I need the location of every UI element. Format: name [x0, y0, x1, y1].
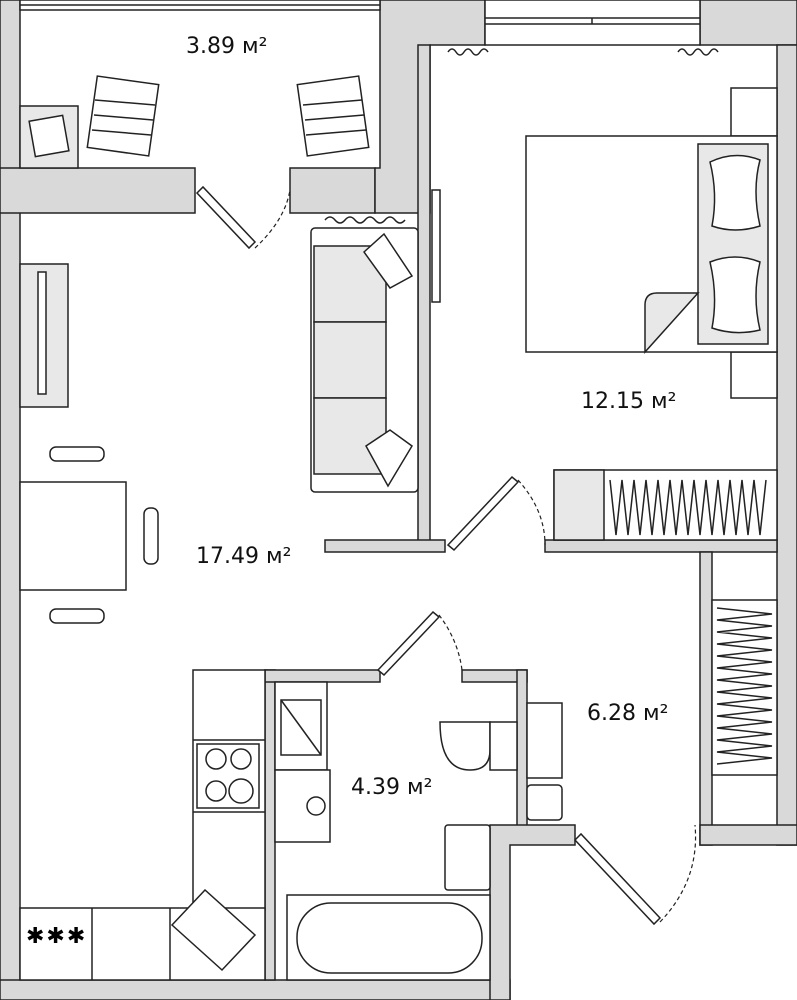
bedroom-furniture — [525, 87, 778, 541]
hob-burner-icon: ✱✱✱ — [26, 924, 88, 949]
balcony-furniture — [19, 75, 370, 169]
living-area-label: 17.49 м² — [196, 544, 292, 569]
balcony-area-label: 3.89 м² — [186, 34, 268, 59]
kitchen-furniture — [19, 669, 266, 981]
bathroom-fixtures — [274, 681, 518, 981]
bathroom-area-label: 4.39 м² — [351, 775, 433, 800]
living-furniture — [19, 189, 441, 624]
hallway-furniture — [526, 599, 778, 821]
doors — [195, 185, 697, 926]
windows — [19, 0, 701, 46]
bedroom-area-label: 12.15 м² — [581, 389, 677, 414]
hallway-area-label: 6.28 м² — [587, 701, 669, 726]
radiators — [324, 48, 719, 224]
